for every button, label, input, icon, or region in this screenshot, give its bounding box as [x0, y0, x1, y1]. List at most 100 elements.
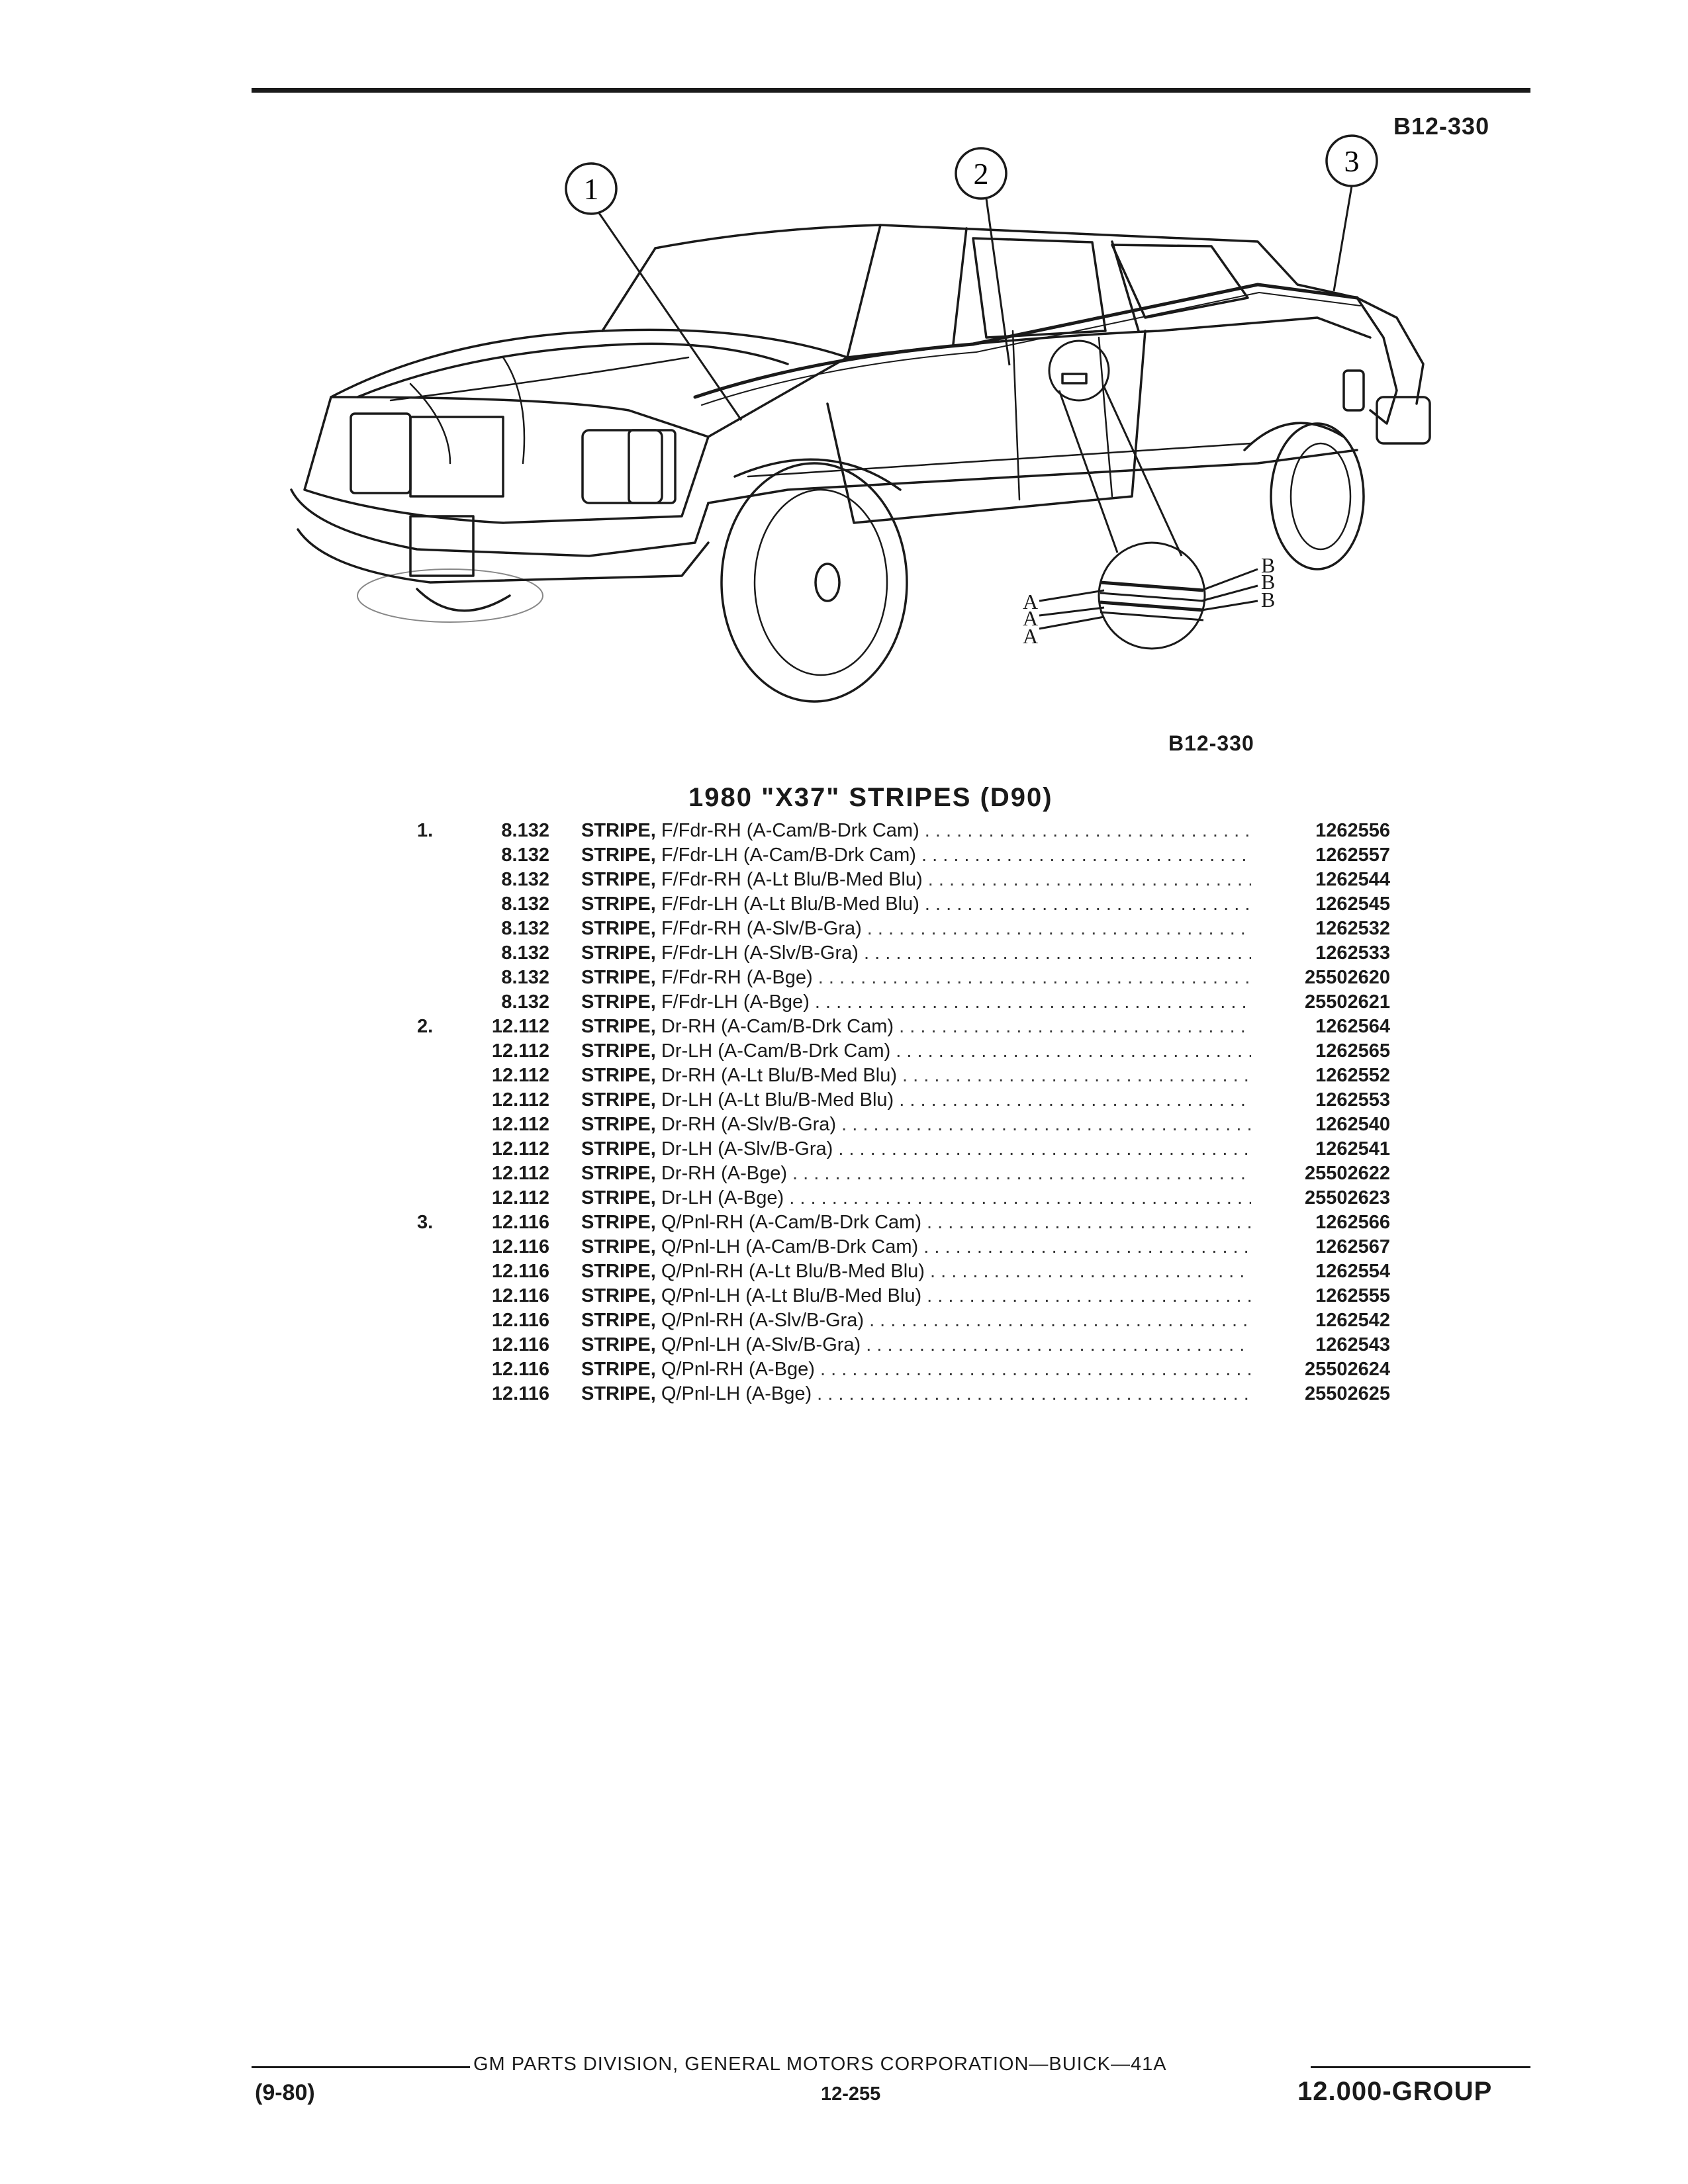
part-spec: F/Fdr-RH (A-Cam/B-Drk Cam) — [661, 820, 1251, 841]
part-spec: F/Fdr-LH (A-Slv/B-Gra) — [661, 942, 1251, 964]
svg-text:A: A — [1023, 624, 1038, 648]
part-spec: Dr-RH (A-Cam/B-Drk Cam) — [661, 1016, 1251, 1037]
part-description: STRIPE, Dr-LH (A-Bge) — [581, 1186, 1251, 1210]
part-number: 1262533 — [1315, 942, 1390, 964]
part-number: 1262554 — [1315, 1261, 1390, 1282]
group-number: 12.116 — [491, 1334, 549, 1355]
part-name: STRIPE, — [581, 1261, 656, 1282]
group-number: 8.132 — [501, 893, 549, 915]
top-rule — [252, 88, 1530, 93]
ref-number: 2. — [417, 1016, 434, 1037]
section-title: 1980 "X37" STRIPES (D90) — [688, 783, 1053, 812]
group-number: 12.116 — [491, 1383, 549, 1404]
part-spec: Q/Pnl-RH (A-Slv/B-Gra) — [661, 1310, 1251, 1331]
ref-number: 1. — [417, 820, 434, 841]
part-name: STRIPE, — [581, 1040, 656, 1062]
part-spec: Dr-LH (A-Bge) — [661, 1187, 1251, 1208]
part-name: STRIPE, — [581, 844, 656, 866]
group-number: 12.112 — [491, 1187, 549, 1208]
group-number: 12.112 — [491, 1065, 549, 1086]
detail-labels: A A A B B B — [1023, 553, 1275, 648]
part-spec: Dr-RH (A-Lt Blu/B-Med Blu) — [661, 1065, 1251, 1086]
part-spec: F/Fdr-RH (A-Slv/B-Gra) — [661, 918, 1251, 939]
part-description: STRIPE, Dr-LH (A-Cam/B-Drk Cam) — [581, 1039, 1251, 1064]
part-number: 25502621 — [1304, 991, 1390, 1013]
part-name: STRIPE, — [581, 1359, 656, 1380]
part-description: STRIPE, F/Fdr-LH (A-Cam/B-Drk Cam) — [581, 843, 1251, 868]
part-number: 1262545 — [1315, 893, 1390, 915]
part-name: STRIPE, — [581, 967, 656, 988]
figure-code-bottom: B12-330 — [1168, 731, 1254, 755]
part-name: STRIPE, — [581, 1236, 656, 1257]
part-spec: Dr-LH (A-Lt Blu/B-Med Blu) — [661, 1089, 1251, 1111]
part-description: STRIPE, F/Fdr-LH (A-Bge) — [581, 990, 1251, 1015]
part-description: STRIPE, Dr-RH (A-Lt Blu/B-Med Blu) — [581, 1064, 1251, 1088]
part-description: STRIPE, Dr-RH (A-Slv/B-Gra) — [581, 1113, 1251, 1137]
group-number: 12.116 — [491, 1236, 549, 1257]
part-description: STRIPE, Dr-RH (A-Cam/B-Drk Cam) — [581, 1015, 1251, 1039]
part-spec: F/Fdr-RH (A-Lt Blu/B-Med Blu) — [661, 869, 1251, 890]
stripe-detail — [1039, 340, 1258, 650]
callout-1: 1 — [565, 162, 743, 421]
part-description: STRIPE, Q/Pnl-RH (A-Slv/B-Gra) — [581, 1308, 1251, 1333]
part-spec: F/Fdr-LH (A-Lt Blu/B-Med Blu) — [661, 893, 1251, 915]
part-spec: Q/Pnl-RH (A-Bge) — [661, 1359, 1251, 1380]
part-number: 1262556 — [1315, 820, 1390, 841]
svg-text:A: A — [1023, 590, 1038, 614]
svg-text:A: A — [1023, 606, 1038, 630]
group-number: 8.132 — [501, 942, 549, 964]
part-spec: Dr-LH (A-Cam/B-Drk Cam) — [661, 1040, 1251, 1062]
part-description: STRIPE, F/Fdr-LH (A-Slv/B-Gra) — [581, 941, 1251, 966]
part-description: STRIPE, Dr-LH (A-Slv/B-Gra) — [581, 1137, 1251, 1161]
part-description: STRIPE, Dr-RH (A-Bge) — [581, 1161, 1251, 1186]
part-description: STRIPE, Q/Pnl-RH (A-Cam/B-Drk Cam) — [581, 1210, 1251, 1235]
part-name: STRIPE, — [581, 1016, 656, 1037]
ref-number: 3. — [417, 1212, 434, 1233]
svg-text:B: B — [1261, 588, 1275, 612]
part-description: STRIPE, Q/Pnl-LH (A-Cam/B-Drk Cam) — [581, 1235, 1251, 1259]
part-name: STRIPE, — [581, 991, 656, 1013]
parts-row: 1. 8.132 STRIPE, F/Fdr-RH (A-Cam/B-Drk Cam… — [417, 819, 1390, 843]
part-name: STRIPE, — [581, 820, 656, 841]
figure-code-top: B12-330 — [1393, 113, 1490, 140]
part-name: STRIPE, — [581, 1310, 656, 1331]
footer-date: (9-80) — [255, 2080, 315, 2105]
part-number: 1262555 — [1315, 1285, 1390, 1306]
part-spec: Dr-RH (A-Slv/B-Gra) — [661, 1114, 1251, 1135]
part-description: STRIPE, Dr-LH (A-Lt Blu/B-Med Blu) — [581, 1088, 1251, 1113]
footer-group: 12.000-GROUP — [1297, 2077, 1493, 2106]
part-name: STRIPE, — [581, 1212, 656, 1233]
part-description: STRIPE, F/Fdr-RH (A-Bge) — [581, 966, 1251, 990]
footer-publisher: GM PARTS DIVISION, GENERAL MOTORS CORPOR… — [473, 2054, 1167, 2075]
part-number: 1262542 — [1315, 1310, 1390, 1331]
group-number: 12.112 — [491, 1163, 549, 1184]
part-number: 25502623 — [1304, 1187, 1390, 1208]
part-name: STRIPE, — [581, 1334, 656, 1355]
part-name: STRIPE, — [581, 1089, 656, 1111]
part-number: 1262557 — [1315, 844, 1390, 866]
parts-row: 12.112 STRIPE, Dr-LH (A-Lt Blu/B-Med Blu)… — [417, 1088, 1390, 1113]
part-spec: F/Fdr-LH (A-Bge) — [661, 991, 1251, 1013]
part-number: 1262541 — [1315, 1138, 1390, 1160]
part-description: STRIPE, F/Fdr-RH (A-Lt Blu/B-Med Blu) — [581, 868, 1251, 892]
svg-text:B: B — [1261, 570, 1275, 594]
group-number: 12.112 — [491, 1114, 549, 1135]
part-number: 1262564 — [1315, 1016, 1390, 1037]
group-number: 12.112 — [491, 1089, 549, 1111]
part-number: 1262566 — [1315, 1212, 1390, 1233]
svg-text:2: 2 — [974, 157, 989, 191]
parts-row: 12.112 STRIPE, Dr-LH (A-Bge) 25502623 — [417, 1186, 1390, 1210]
group-number: 8.132 — [501, 820, 549, 841]
part-name: STRIPE, — [581, 869, 656, 890]
part-name: STRIPE, — [581, 1383, 656, 1404]
svg-text:B: B — [1261, 553, 1275, 577]
